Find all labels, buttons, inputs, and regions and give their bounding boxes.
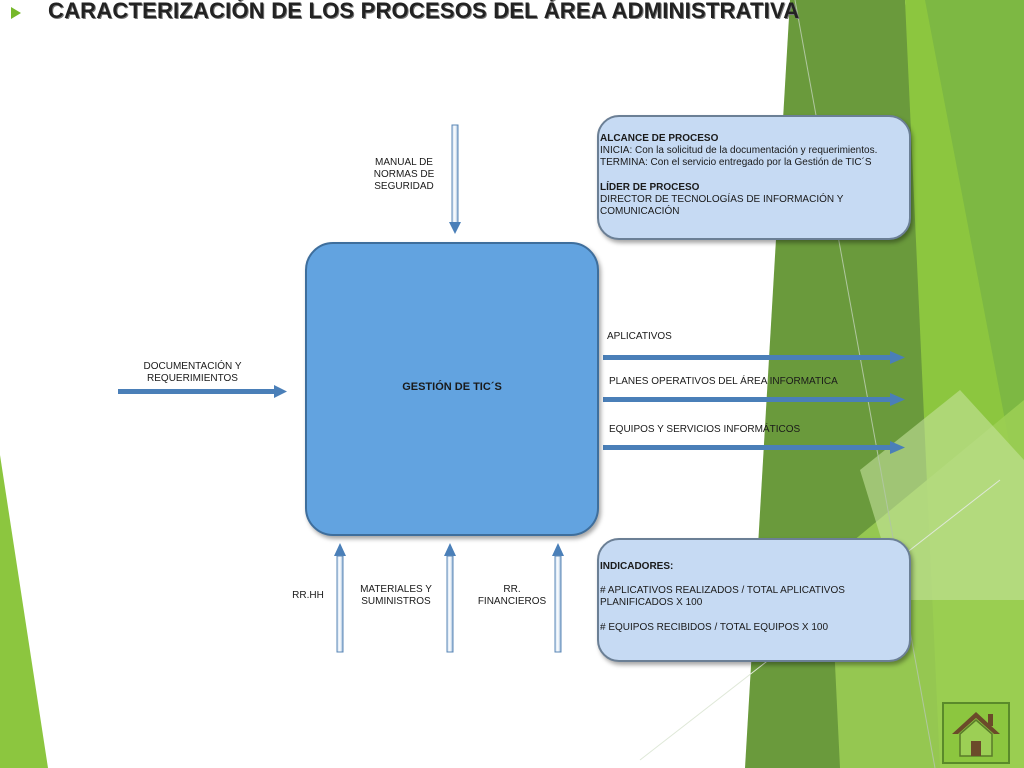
home-icon (952, 712, 1000, 757)
output-label-planes: PLANES OPERATIVOS DEL ÁREA INFORMATICA (609, 376, 838, 387)
input-arrow (118, 385, 287, 398)
control-arrow (449, 124, 461, 234)
inicia-text: INICIA: Con la solicitud de la documenta… (600, 145, 878, 157)
home-button[interactable] (942, 702, 1010, 764)
output-arrow-equipos (603, 441, 905, 454)
input-label: DOCUMENTACIÓN Y REQUERIMIENTOS (143, 361, 242, 384)
process-label: GESTIÓN DE TIC´S (402, 381, 502, 393)
scope-info-box (597, 115, 911, 240)
control-label: MANUAL DE NORMAS DE SEGURIDAD (373, 157, 435, 192)
output-label-equipos: EQUIPOS Y SERVICIOS INFORMÁTICOS (609, 424, 801, 435)
output-arrow-planes (603, 393, 905, 406)
lider-line2: COMUNICACIÓN (600, 206, 680, 218)
output-label-aplicativos: APLICATIVOS (607, 331, 672, 342)
process-box (305, 242, 599, 536)
indicators-heading: INDICADORES: (600, 561, 674, 572)
resource-label-financieros: RR. FINANCIEROS (477, 584, 547, 607)
indicators-info-text: INDICADORES: # APLICATIVOS REALIZADOS / … (600, 561, 904, 634)
resource-arrow-financieros (552, 543, 564, 653)
lider-heading: LÍDER DE PROCESO (600, 181, 700, 193)
output-arrow-aplicativos (603, 351, 905, 364)
indicator-2: # EQUIPOS RECIBIDOS / TOTAL EQUIPOS X 10… (600, 621, 829, 633)
resource-label-rrhh: RR.HH (292, 590, 324, 601)
indicator-1-line1: # APLICATIVOS REALIZADOS / TOTAL APLICAT… (600, 585, 845, 597)
resource-arrow-materiales (444, 543, 456, 653)
right-green-accent (925, 0, 1024, 520)
indicator-1-line2: PLANIFICADOS X 100 (600, 597, 703, 609)
resource-arrow-rrhh (334, 543, 346, 653)
scope-info-text: ALCANCE DE PROCESO INICIA: Con la solici… (600, 133, 904, 218)
page-title: CARACTERIZACIÓN DE LOS PROCESOS DEL ÁREA… (48, 0, 800, 23)
left-green-triangle (0, 455, 48, 768)
alcance-heading: ALCANCE DE PROCESO (600, 133, 719, 144)
indicators-info-box (597, 538, 911, 662)
lider-line1: DIRECTOR DE TECNOLOGÍAS DE INFORMACIÓN Y (600, 193, 844, 205)
resource-label-materiales: MATERIALES Y SUMINISTROS (360, 584, 432, 607)
termina-text: TERMINA: Con el servicio entregado por l… (600, 157, 872, 169)
triangle-bullet-icon (11, 7, 21, 19)
